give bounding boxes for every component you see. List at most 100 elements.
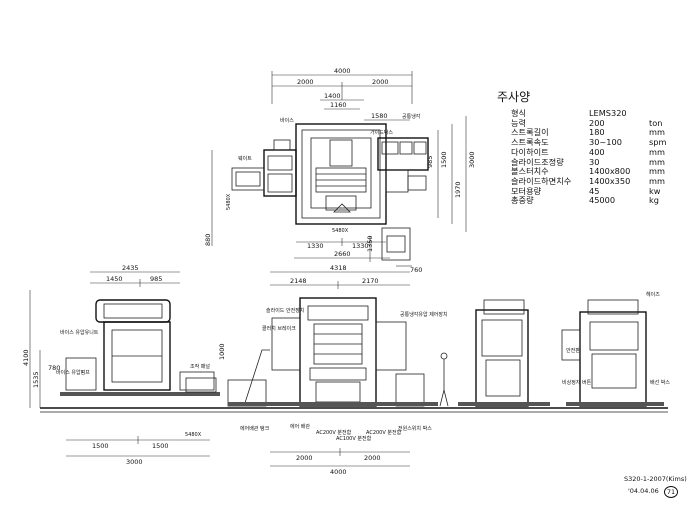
spec-unit: mm (649, 127, 665, 138)
dim-front-1535: 1535 (32, 371, 40, 388)
label-front-ac200-b: AC200V 분전함 (366, 429, 402, 436)
spec-row: 스트록길이 180 mm (511, 128, 679, 138)
front-view: 2435 1450 985 바이스 유압유니트 바이스 유압펌프 780 410… (22, 264, 670, 476)
spec-row: 능력 200 ton (511, 117, 679, 129)
spec-label: 볼스터치수 (511, 166, 549, 177)
label-top-vise: 바이스 (280, 117, 294, 124)
spec-row: 모터용량 45 kw (511, 185, 679, 197)
dim-front-1000: 1000 (218, 343, 226, 360)
spec-table: 형식 LEMS320 능력 200 ton 스트록길이 180 mm 스트록속도 30~100 sp… (511, 108, 679, 206)
dim-top-2000-right: 2000 (372, 78, 389, 86)
spec-label: 능력 (511, 117, 527, 128)
label-front-vise-unit: 바이스 유압유니트 (60, 329, 99, 336)
spec-value: 200 (589, 117, 605, 128)
spec-unit: mm (649, 166, 665, 177)
dim-top-1400: 1400 (324, 92, 341, 100)
spec-value: 30~100 (589, 137, 622, 148)
dim-top-760: 760 (410, 266, 422, 274)
dim-front-2000-b: 2000 (364, 454, 381, 462)
spec-label: 총중량 (511, 195, 534, 206)
spec-label: 스트록길이 (511, 127, 549, 138)
dim-front-985: 985 (150, 275, 162, 283)
dim-front-2435: 2435 (122, 264, 139, 272)
dim-front-4000: 4000 (330, 468, 347, 476)
spec-value: LEMS320 (589, 108, 627, 118)
spec-value: 180 (589, 127, 605, 138)
label-top-guidebox: 가이드박스 (370, 129, 393, 136)
spec-label: 슬라이드조정량 (511, 156, 564, 167)
spec-value: 1400x350 (589, 175, 631, 186)
spec-row: 슬라이드하면치수 1400x350 mm (511, 175, 679, 187)
dim-top-side: 5480X (226, 193, 232, 210)
dim-top-1160: 1160 (330, 101, 347, 109)
dim-top-1500: 1500 (440, 151, 448, 168)
label-side-estop: 비상정지 버튼 (562, 379, 592, 386)
label-top-5480x: 5480X (332, 228, 349, 234)
spec-label: 스트록속도 (511, 137, 549, 148)
dim-top-1330-right: 1330 (352, 242, 369, 250)
spec-row: 형식 LEMS320 (511, 108, 679, 119)
spec-row: 총중량 45000 kg (511, 196, 679, 206)
spec-label: 슬라이드하면치수 (511, 175, 572, 186)
label-side-safety: 안전판 (566, 347, 580, 354)
spec-row: 다이하이트 400 mm (511, 146, 679, 158)
dim-front-2148: 2148 (290, 277, 307, 285)
dim-front-2170: 2170 (362, 277, 379, 285)
spec-unit: kg (649, 195, 659, 206)
dim-front-1450: 1450 (106, 275, 123, 283)
spec-unit: kw (649, 185, 661, 196)
spec-unit: mm (649, 156, 665, 167)
spec-value: 45 (589, 185, 600, 196)
spec-label: 다이하이트 (511, 146, 549, 157)
dim-top-1330-left: 1330 (307, 242, 324, 250)
spec-value: 30 (589, 156, 600, 167)
spec-unit: ton (649, 117, 663, 128)
label-side-wiring: 배선 박스 (650, 379, 670, 386)
spec-value: 400 (589, 146, 605, 157)
spec-row: 슬라이드조정량 30 mm (511, 156, 679, 168)
label-top-cooling: 공통냉각 (402, 113, 421, 120)
spec-value: 45000 (589, 195, 616, 206)
dim-front-4100: 4100 (22, 349, 30, 366)
label-front-power-box: 전원스위치 박스 (398, 425, 432, 432)
dim-front-3000: 3000 (126, 458, 143, 466)
drawing-date: '04.04.06 (628, 487, 659, 495)
dim-top-1350: 1350 (366, 235, 374, 252)
spec-unit: mm (649, 146, 665, 157)
spec-row: 볼스터치수 1400x800 mm (511, 167, 679, 177)
dim-front-2000-a: 2000 (296, 454, 313, 462)
sheet-number: 71 (664, 486, 678, 498)
label-front-air-pipe: 에어 배관 (290, 423, 310, 430)
spec-value: 1400x800 (589, 166, 631, 177)
label-front-ac100: AC100V 분전함 (336, 435, 372, 442)
dim-top-2000-left: 2000 (297, 78, 314, 86)
top-view: 4000 2000 2000 1400 1160 1580 (204, 67, 476, 274)
dim-top-2660: 2660 (334, 250, 351, 258)
dim-front-1500-b: 1500 (152, 442, 169, 450)
label-780: 780 (48, 364, 60, 372)
label-front-5480x: 5480X (185, 432, 202, 438)
spec-unit: spm (649, 137, 667, 148)
label-front-clutch: 클러치 브레이크 (262, 325, 296, 332)
label-front-cooling: 공통냉각유압 제어장치 (400, 311, 448, 318)
dim-top-1970: 1970 (454, 181, 462, 198)
spec-row: 스트록속도 30~100 spm (511, 137, 679, 148)
dim-front-1500-a: 1500 (92, 442, 109, 450)
dim-top-4000: 4000 (334, 67, 351, 75)
label-top-weight: 웨이트 (238, 155, 252, 162)
label-front-slide-safety: 슬라이드 안전장치 (266, 307, 304, 314)
spec-label: 모터용량 (511, 185, 542, 196)
dim-front-4318: 4318 (330, 264, 347, 272)
label-front-ac200-a: AC200V 분전함 (316, 429, 352, 436)
dim-top-1580: 1580 (371, 112, 388, 120)
label-front-air-tank: 에어배관 탱크 (240, 425, 270, 432)
dim-top-985: 985 (426, 156, 434, 168)
spec-label: 형식 (511, 108, 527, 118)
label-front-panel: 조작 패널 (190, 363, 210, 370)
dim-top-3000: 3000 (468, 151, 476, 168)
spec-unit: mm (649, 175, 665, 186)
label-side-haze: 헤이즈 (646, 291, 660, 298)
dim-top-880: 880 (204, 234, 212, 246)
label-front-vise-pump: 바이스 유압펌프 (56, 369, 90, 376)
